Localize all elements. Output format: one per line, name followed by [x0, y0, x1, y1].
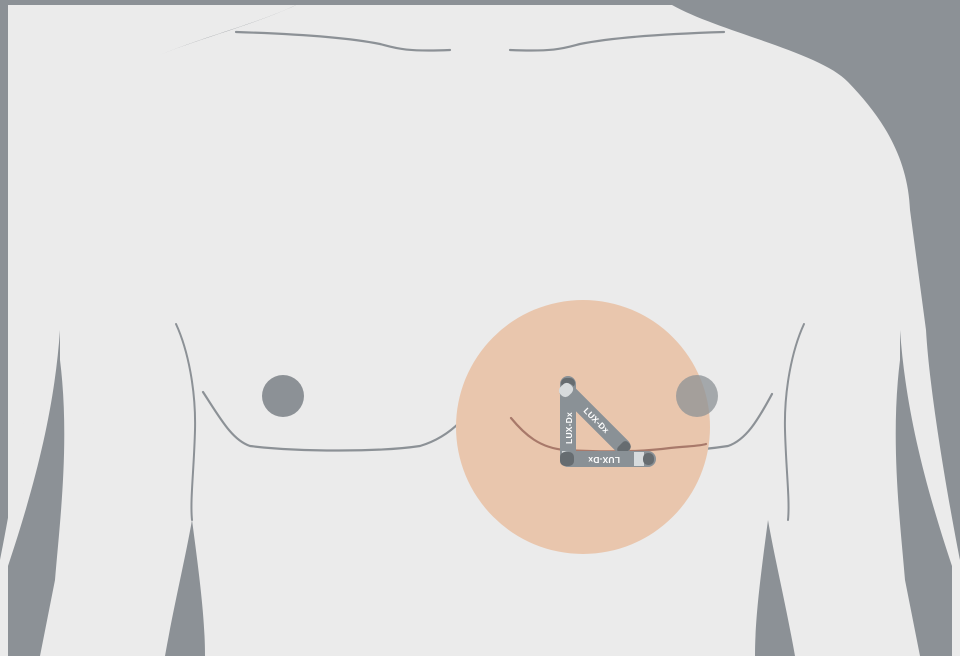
device-horizontal-label: LUX-Dx	[588, 455, 620, 465]
left-nipple	[262, 375, 304, 417]
right-nipple	[676, 375, 718, 417]
torso-body	[0, 5, 960, 656]
device-horizontal: LUX-Dx	[560, 451, 656, 467]
placement-zone	[456, 300, 710, 554]
device-vertical-label: LUX-Dx	[564, 412, 574, 444]
